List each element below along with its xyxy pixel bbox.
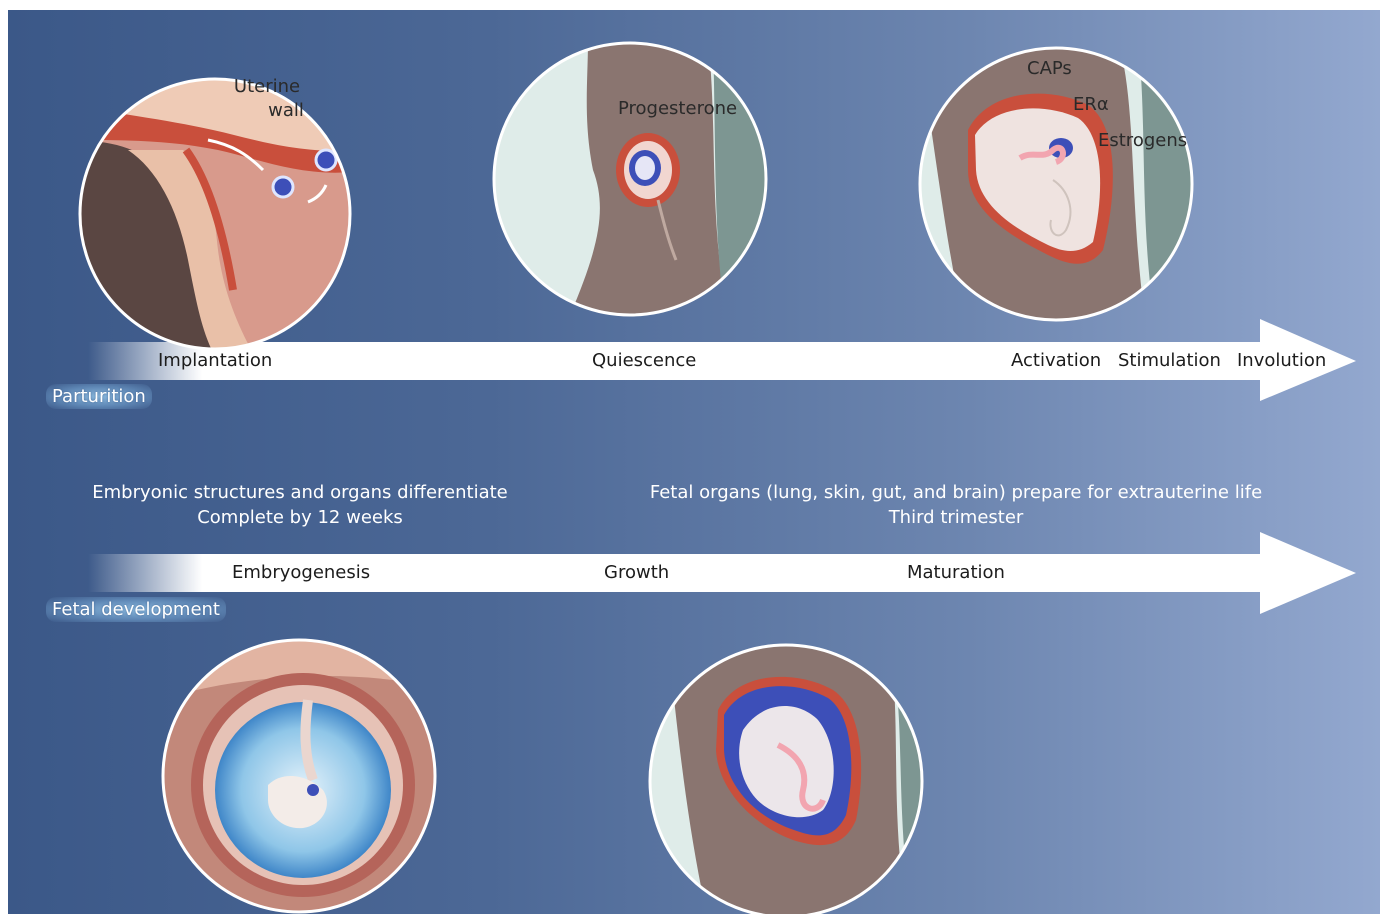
stage-embryogenesis: Embryogenesis [232,564,370,582]
stage-implantation: Implantation [158,352,272,370]
stage-activation: Activation [1011,352,1101,370]
activation-illustration [908,40,1208,340]
caption-right-line2: Third trimester [889,509,1024,527]
stage-maturation: Maturation [907,564,1005,582]
maturation-illustration [638,640,938,914]
er-alpha-label: ERα [1073,94,1109,116]
implantation-illustration [68,70,368,370]
estrogens-label: Estrogens [1098,130,1187,152]
stage-quiescence: Quiescence [592,352,696,370]
caption-left-line2: Complete by 12 weeks [197,509,403,527]
caps-label: CAPs [1027,58,1072,80]
progesterone-label: Progesterone [618,98,737,120]
figure: Uterine wall Progesterone CAPs ERα Estro… [8,10,1380,914]
fetal-development-tag: Fetal development [46,597,226,622]
stage-involution: Involution [1237,352,1326,370]
quiescence-illustration [488,40,778,320]
uterine-label-line2: wall [268,100,304,122]
stage-growth: Growth [604,564,669,582]
caption-left-line1: Embryonic structures and organs differen… [92,484,507,502]
caption-right-line1: Fetal organs (lung, skin, gut, and brain… [650,484,1262,502]
uterine-label-line1: Uterine [234,76,300,98]
stage-stimulation: Stimulation [1118,352,1221,370]
parturition-tag: Parturition [46,384,152,409]
